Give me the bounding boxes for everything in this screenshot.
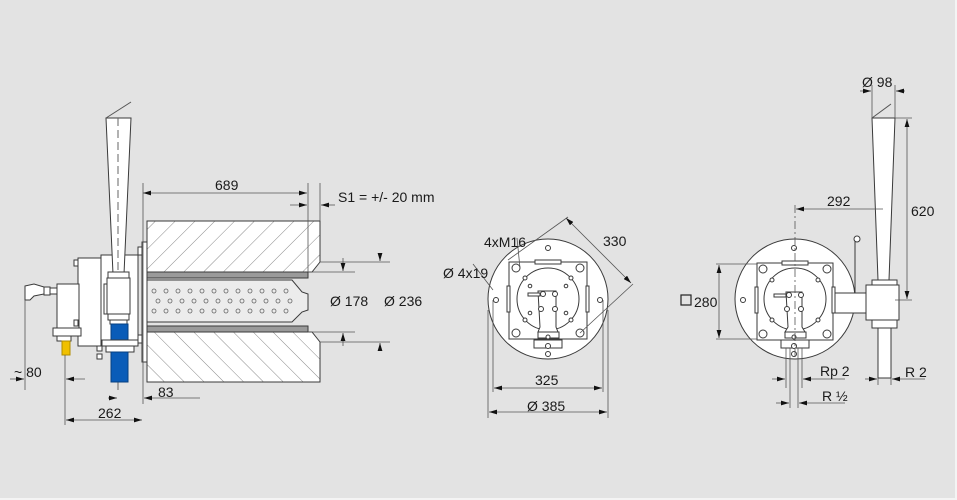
front-view-dimensions — [472, 216, 634, 418]
dim-tube-diameter: Ø 98 — [862, 74, 893, 90]
dim-hole-pattern: Ø 4x19 — [443, 265, 489, 281]
mounting-flange — [141, 241, 148, 363]
flame-tube — [143, 279, 309, 323]
dim-tube-length: 620 — [911, 203, 935, 219]
front-view — [487, 238, 609, 360]
wall-section-bottom — [146, 331, 321, 383]
dim-inner-diameter: Ø 178 — [330, 293, 369, 309]
dim-gas-inlet: Rp 2 — [820, 363, 850, 379]
dim-bolt-circle: 325 — [535, 372, 559, 388]
dim-stroke: S1 = +/- 20 mm — [338, 189, 435, 205]
dim-tube-offset: 292 — [827, 193, 851, 209]
dim-square-diagonal: 330 — [603, 233, 627, 249]
dim-air-outlet: R 2 — [905, 364, 927, 380]
rear-view-dimensions — [680, 85, 925, 408]
dim-connector-offset: ~ 80 — [14, 364, 42, 380]
dim-flange-diameter: Ø 385 — [527, 398, 566, 414]
side-view — [24, 101, 321, 390]
wall-section-top — [146, 220, 321, 273]
dim-square-size: 280 — [694, 294, 718, 310]
cable-connector-icon — [24, 283, 45, 301]
perforations — [151, 288, 293, 314]
right-border — [955, 0, 957, 500]
air-intake-tube-rear — [871, 117, 896, 281]
rear-view — [734, 103, 900, 379]
gas-pipe-lower — [110, 351, 129, 383]
dim-pilot-inlet: R ½ — [822, 388, 848, 404]
dim-insertion-length: 689 — [215, 177, 239, 193]
yellow-cable — [61, 340, 71, 356]
dim-flange-offset: 83 — [158, 384, 174, 400]
side-view-dimensions — [10, 183, 390, 425]
dim-bolt-thread: 4xM16 — [484, 234, 527, 250]
gas-pipe-upper — [110, 323, 129, 341]
dim-body-depth: 262 — [98, 405, 122, 421]
bottom-border — [0, 498, 957, 500]
dim-outer-diameter: Ø 236 — [384, 293, 423, 309]
